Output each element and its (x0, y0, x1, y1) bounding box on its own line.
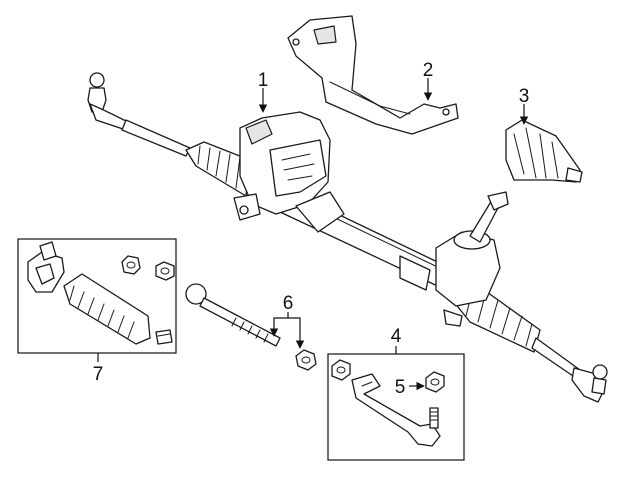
callout-4: 4 (391, 326, 402, 347)
pinion-housing (399, 191, 509, 327)
callout-6: 6 (283, 293, 294, 314)
tie-rod-end-kit-parts (331, 359, 445, 447)
callout-5: 5 (395, 377, 406, 398)
heat-shield (287, 15, 459, 135)
right-tie-rod-end (571, 364, 608, 403)
callout-3: 3 (519, 86, 530, 107)
callout-2: 2 (423, 60, 434, 81)
boot-kit-parts (27, 241, 175, 345)
callout-7: 7 (93, 364, 104, 385)
boot-kit-box (17, 238, 177, 354)
left-tie-rod-end (87, 72, 191, 157)
callout-1: 1 (258, 70, 269, 91)
leader-lines (97, 78, 529, 391)
inner-tie-rod (185, 283, 317, 371)
electric-motor-housing (233, 111, 345, 233)
mount-bracket (505, 119, 583, 183)
